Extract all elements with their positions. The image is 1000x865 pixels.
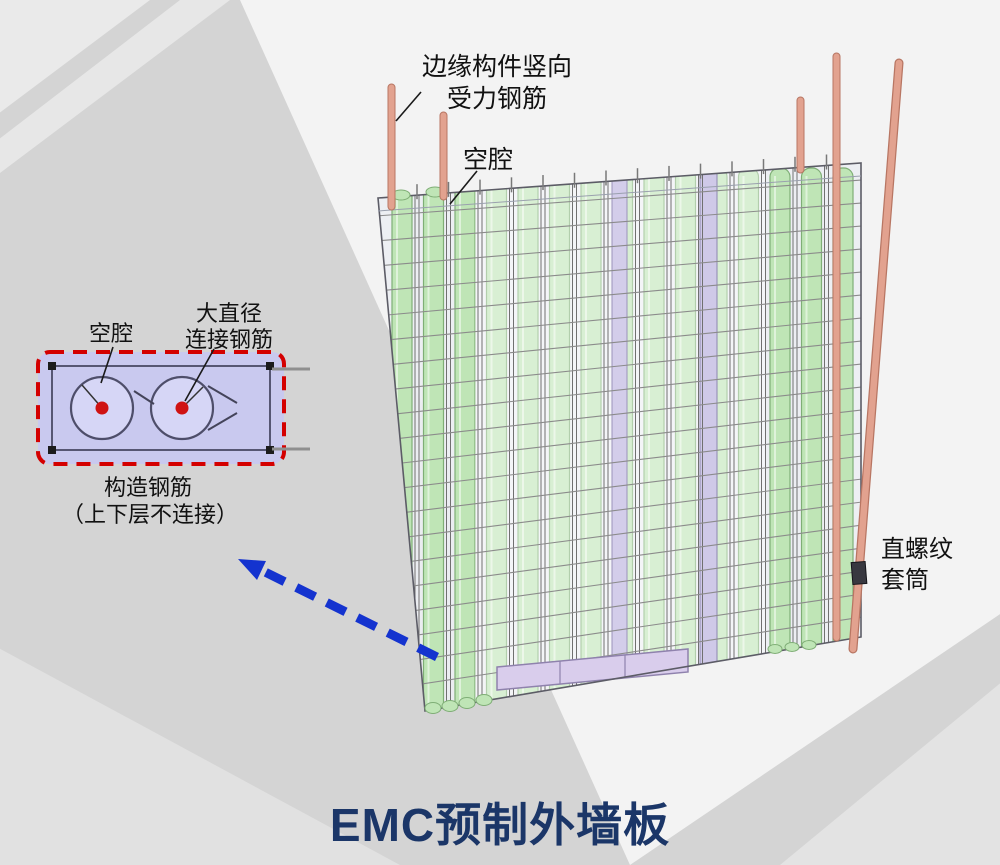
rebar-stubs-top [416,154,828,200]
inset-inner-outline [51,365,271,451]
panel-top-face-edge [377,175,862,212]
cavity-label-main: 空腔 [462,146,514,174]
inset-stirrup-hooks [133,385,238,431]
panel-bottom-beam [496,648,689,691]
inset-rebar-dot-left [95,401,109,415]
edge-rebar-rod-2 [439,111,448,201]
inset-detail [36,346,310,466]
inset-structural-label-line2: （上下层不连接） [61,502,239,527]
edge-rebar-label-line2: 受力钢筋 [446,85,548,113]
callout-arrowhead [238,559,266,580]
inset-rebar-stubs-right [272,367,310,451]
inset-corner-rebar-squares [48,362,274,454]
coupler-label-line1: 直螺纹 [881,536,953,563]
edge-rebar-label-line1: 边缘构件竖向 [421,53,573,81]
vertical-rebar-rods [387,52,904,654]
inset-leader-lines [100,346,215,402]
inset-big-rebar-label-line2: 连接钢筋 [184,327,274,352]
inset-rebar-dot-right [175,401,189,415]
edge-rebar-rod-4 [832,52,841,642]
coupler-label-line2: 套筒 [881,567,929,594]
edge-rebar-rod-3 [796,96,805,174]
free-rod [849,59,903,653]
inset-structural-label-line1: 构造钢筋 [103,475,193,500]
inset-big-rebar-label-line1: 大直径 [195,301,263,326]
leader-lines [395,91,478,205]
thread-coupler [850,560,868,586]
edge-rebar-rod-1 [387,83,396,211]
inset-cavity-label: 空腔 [88,321,134,346]
slide-title: EMC预制外墙板 [329,799,671,851]
callout-arrow [238,559,439,662]
